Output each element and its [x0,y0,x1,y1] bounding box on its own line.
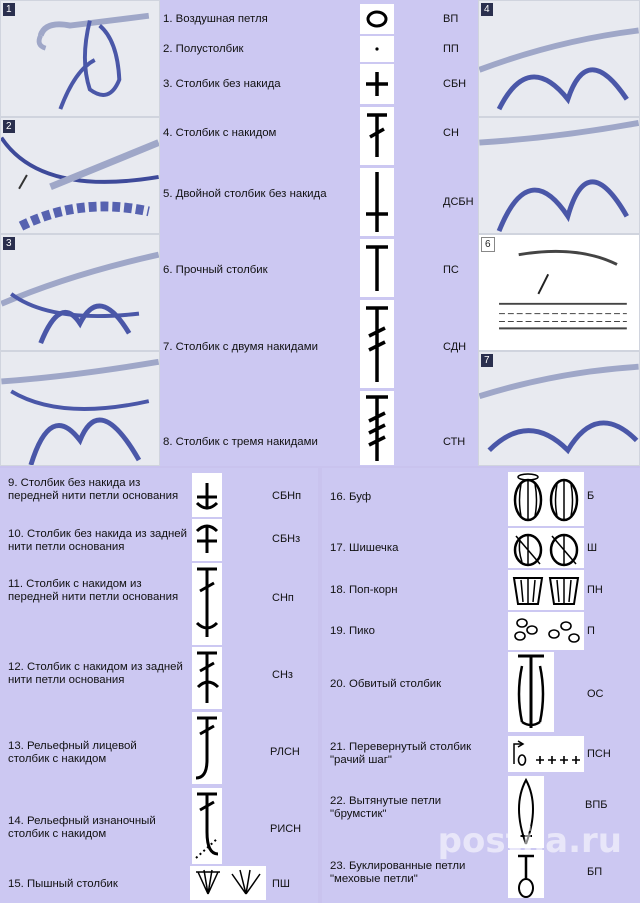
front-post-icon [192,712,222,784]
stitch-abbr: ПН [587,584,603,596]
stitch-label: 19. Пико [330,625,375,637]
stitch-label: 4. Столбик с накидом [163,127,277,139]
stitch-abbr: СДН [443,341,467,353]
dc-front-loop-icon [192,563,222,645]
stitch-label: 2. Полустолбик [163,43,244,55]
stitch-abbr: ВП [443,13,459,25]
stitch-label: 20. Обвитый столбик [330,678,442,690]
bobble-icon [508,472,584,526]
stitch-abbr: ОС [587,688,604,700]
t-two-slash-icon [360,300,394,388]
top-table-panel [160,0,478,466]
stitch-abbr: СН [443,127,459,139]
picot-icon [508,612,584,650]
stitch-label: 7. Столбик с двумя накидами [163,341,318,353]
stitch-label: 22. Вытянутые петли "брумстик" [330,795,442,820]
stitch-abbr: СБН [443,78,467,90]
stitch-abbr: СНз [272,669,293,681]
stitch-label: 16. Буф [330,491,372,503]
photo-hdc-diagram: 6 [478,234,640,351]
photo-double-crochet [0,351,160,466]
photo-number: 2 [3,120,15,133]
stitch-abbr: Б [587,490,595,502]
stitch-label: 15. Пышный столбик [8,878,118,890]
photo-crossed-stitch: 7 [478,351,640,466]
stitch-label: 21. Перевернутый столбик "рачий шаг" [330,741,472,766]
t-three-slash-icon [360,391,394,465]
stitch-abbr: П [587,625,595,637]
t-icon [360,239,394,297]
plus-back-loop-icon [192,519,222,561]
bottom-right-table-panel [322,468,640,903]
photo-number: 4 [481,3,493,16]
double-plus-icon [360,168,394,236]
stitch-label: 1. Воздушная петля [163,13,268,25]
stitch-label: 13. Рельефный лицевой столбик с накидом [8,740,137,765]
stitch-abbr: БП [587,866,603,878]
chain-loop-icon [360,4,394,34]
photo-single-crochet: 3 [0,234,160,351]
photo-slip-stitch: 2 [0,117,160,234]
stitch-label: 23. Буклированные петли "меховые петли" [330,860,466,885]
stitch-label: 10. Столбик без накида из задней нити пе… [8,528,188,553]
stitch-abbr: ПСН [587,748,611,760]
stitch-abbr: ВПБ [585,799,608,811]
stitch-abbr: РЛСН [270,746,300,758]
photo-number: 3 [3,237,15,250]
photo-number: 6 [481,237,495,252]
photo-chain-loop: 1 [0,0,160,117]
stitch-label: 17. Шишечка [330,542,399,554]
stitch-abbr: ПС [443,264,459,276]
watermark: postila.ru [437,821,622,861]
puff-stitch-icon [190,866,266,900]
stitch-abbr: СТН [443,436,466,448]
stitch-abbr: СБНп [272,490,302,502]
dot-icon [360,36,394,62]
stitch-abbr: ПП [443,43,459,55]
stitch-abbr: СБНз [272,533,301,545]
back-post-icon [192,788,222,864]
stitch-label: 8. Столбик с тремя накидами [163,436,318,448]
plus-icon [360,64,394,104]
plus-front-loop-icon [192,473,222,517]
bottom-left-table-panel [0,468,318,903]
loop-stitch-icon [508,850,544,898]
stitch-abbr: СНп [272,592,294,604]
stitch-label: 11. Столбик с накидом из передней нити п… [8,578,179,603]
stitch-label: 14. Рельефный изнаночный столбик с накид… [8,815,156,840]
photo-treble-2 [478,117,640,234]
t-one-slash-icon [360,107,394,165]
stitch-label: 12. Столбик с накидом из задней нити пет… [8,661,183,686]
stitch-abbr: ПШ [272,878,290,890]
photo-number: 7 [481,354,493,367]
cone-icon [508,528,584,568]
broomstick-icon [508,776,544,848]
stitch-label: 3. Столбик без накида [163,78,281,90]
photo-treble: 4 [478,0,640,117]
stitch-abbr: ДСБН [443,196,474,208]
popcorn-icon [508,570,584,610]
stitch-abbr: РИСН [270,823,302,835]
stitch-label: 18. Поп-корн [330,584,398,596]
stitch-label: 6. Прочный столбик [163,264,268,276]
wrapped-stitch-icon [508,652,554,732]
photo-number: 1 [3,3,15,16]
stitch-label: 5. Двойной столбик без накида [163,188,327,200]
stitch-label: 9. Столбик без накида из передней нити п… [8,477,179,502]
stitch-abbr: Ш [587,542,598,554]
reverse-sc-icon [508,736,584,772]
dc-back-loop-icon [192,647,222,709]
